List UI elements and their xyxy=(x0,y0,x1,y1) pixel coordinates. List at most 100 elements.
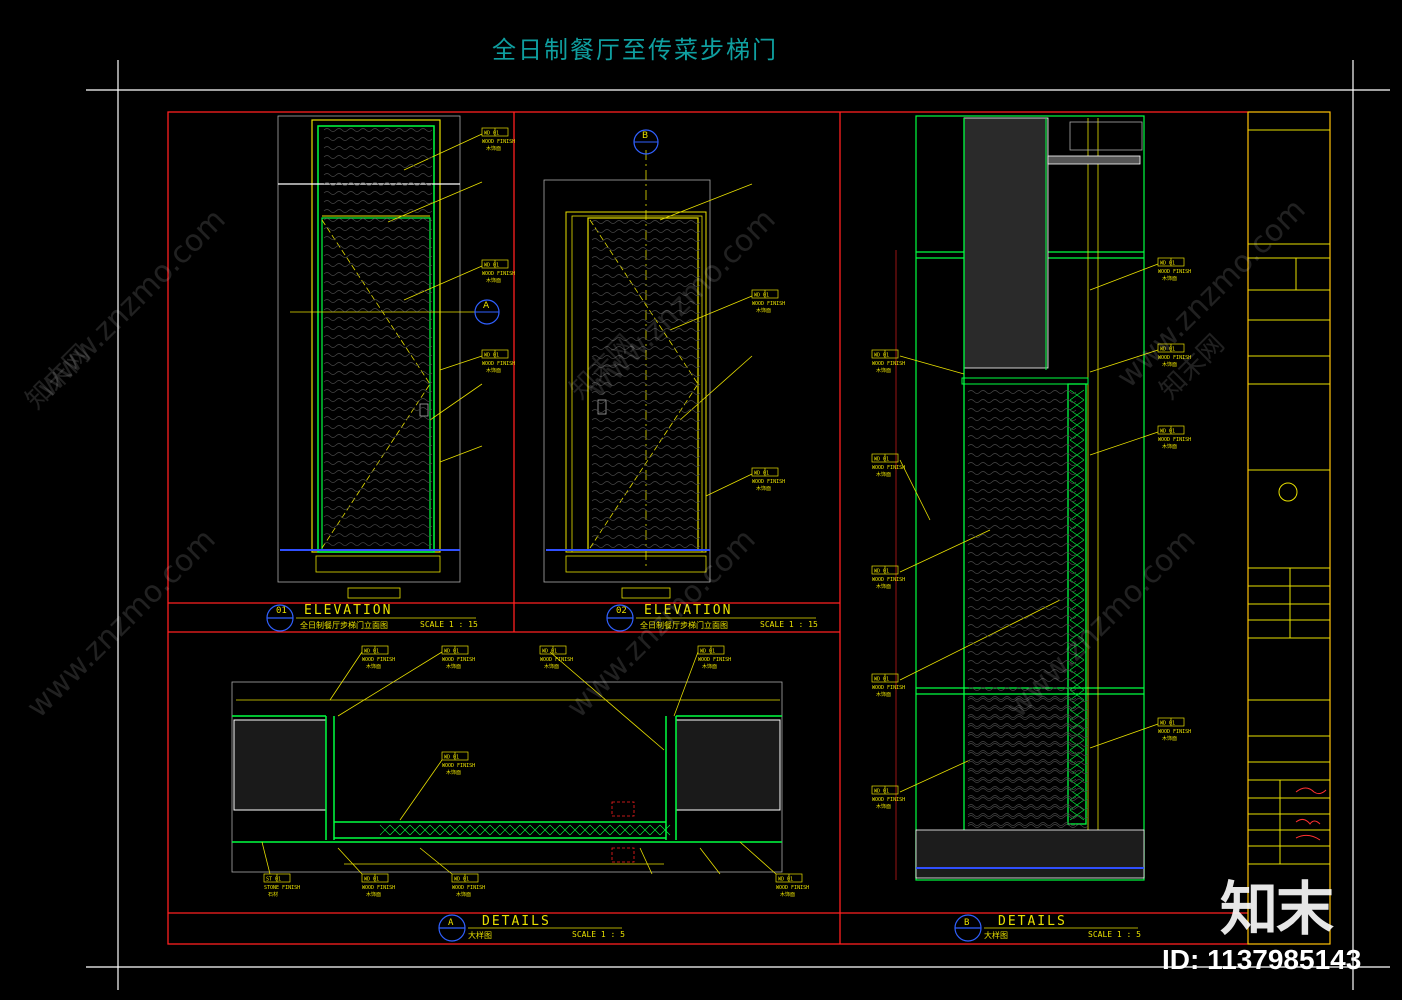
svg-text:WD 01: WD 01 xyxy=(700,649,715,655)
svg-text:WOOD FINISH: WOOD FINISH xyxy=(362,657,395,663)
image-id-label: ID: 1137985143 xyxy=(1162,944,1362,975)
svg-text:木饰面: 木饰面 xyxy=(486,367,501,374)
svg-text:木饰面: 木饰面 xyxy=(756,485,771,492)
svg-text:木饰面: 木饰面 xyxy=(486,277,501,284)
svg-text:ST 01: ST 01 xyxy=(266,877,281,883)
svg-text:WD 01: WD 01 xyxy=(364,649,379,655)
view-a-scale: SCALE 1 : 5 xyxy=(572,930,625,939)
svg-text:WOOD FINISH: WOOD FINISH xyxy=(752,479,785,485)
svg-text:WD 01: WD 01 xyxy=(444,755,459,761)
svg-text:木饰面: 木饰面 xyxy=(876,367,891,374)
svg-text:WD 01: WD 01 xyxy=(754,471,769,477)
view-02-scale: SCALE 1 : 15 xyxy=(760,620,818,629)
detail-a xyxy=(231,681,783,873)
svg-text:WD 01: WD 01 xyxy=(1160,261,1175,267)
svg-text:WOOD FINISH: WOOD FINISH xyxy=(752,301,785,307)
view-01-name: 全日制餐厅步梯门立面图 xyxy=(300,621,388,630)
svg-text:WD 01: WD 01 xyxy=(364,877,379,883)
svg-text:木饰面: 木饰面 xyxy=(1162,275,1177,282)
svg-text:WOOD FINISH: WOOD FINISH xyxy=(482,361,515,367)
title-block xyxy=(1247,111,1331,945)
svg-text:WOOD FINISH: WOOD FINISH xyxy=(1158,355,1191,361)
svg-text:木饰面: 木饰面 xyxy=(486,145,501,152)
svg-text:木饰面: 木饰面 xyxy=(366,663,381,670)
svg-text:WD 01: WD 01 xyxy=(444,649,459,655)
svg-text:WD 01: WD 01 xyxy=(1160,347,1175,353)
svg-text:WOOD FINISH: WOOD FINISH xyxy=(872,577,905,583)
svg-text:WD 01: WD 01 xyxy=(454,877,469,883)
svg-text:木饰面: 木饰面 xyxy=(446,769,461,776)
svg-text:WOOD FINISH: WOOD FINISH xyxy=(482,271,515,277)
svg-text:WD 01: WD 01 xyxy=(874,457,889,463)
view-02-name: 全日制餐厅步梯门立面图 xyxy=(640,621,728,630)
svg-text:木饰面: 木饰面 xyxy=(756,307,771,314)
svg-text:WD 01: WD 01 xyxy=(874,677,889,683)
svg-text:WOOD FINISH: WOOD FINISH xyxy=(698,657,731,663)
section-marker-a: A xyxy=(483,301,490,311)
wood-grain xyxy=(323,128,433,546)
view-b-name: 大样图 xyxy=(984,931,1008,940)
view-02-number: 02 xyxy=(616,606,627,616)
svg-text:WD 01: WD 01 xyxy=(778,877,793,883)
svg-text:STONE FINISH: STONE FINISH xyxy=(264,885,300,891)
section-marker-b: B xyxy=(642,131,648,141)
wood-grain xyxy=(591,220,701,548)
svg-text:WOOD FINISH: WOOD FINISH xyxy=(872,797,905,803)
svg-text:WD 01: WD 01 xyxy=(484,353,499,359)
view-bubbles xyxy=(266,604,982,942)
view-01-type: ELEVATION xyxy=(304,603,393,618)
svg-text:WD 01: WD 01 xyxy=(1160,429,1175,435)
svg-text:WOOD FINISH: WOOD FINISH xyxy=(1158,269,1191,275)
svg-text:石材: 石材 xyxy=(268,891,278,898)
drawing-title: 全日制餐厅至传菜步梯门 xyxy=(492,36,778,64)
svg-text:WOOD FINISH: WOOD FINISH xyxy=(872,685,905,691)
svg-text:木饰面: 木饰面 xyxy=(876,691,891,698)
svg-text:WOOD FINISH: WOOD FINISH xyxy=(540,657,573,663)
wood-grain xyxy=(967,698,1089,828)
svg-text:WD 01: WD 01 xyxy=(542,649,557,655)
view-a-type: DETAILS xyxy=(482,914,551,929)
view-a-number: A xyxy=(448,918,454,928)
sheet-border xyxy=(86,60,1390,990)
svg-text:WOOD FINISH: WOOD FINISH xyxy=(362,885,395,891)
svg-text:WOOD FINISH: WOOD FINISH xyxy=(452,885,485,891)
svg-text:木饰面: 木饰面 xyxy=(780,891,795,898)
view-01-number: 01 xyxy=(276,606,287,616)
svg-text:WOOD FINISH: WOOD FINISH xyxy=(776,885,809,891)
detail-b xyxy=(895,115,1145,881)
signatures xyxy=(1295,787,1327,841)
view-title-underlines xyxy=(296,617,1138,929)
svg-text:WD 01: WD 01 xyxy=(874,353,889,359)
svg-text:WD 01: WD 01 xyxy=(1160,721,1175,727)
svg-text:木饰面: 木饰面 xyxy=(1162,361,1177,368)
svg-text:WOOD FINISH: WOOD FINISH xyxy=(872,361,905,367)
svg-text:WD 01: WD 01 xyxy=(484,131,499,137)
svg-text:木饰面: 木饰面 xyxy=(876,583,891,590)
svg-text:WD 01: WD 01 xyxy=(484,263,499,269)
svg-text:WOOD FINISH: WOOD FINISH xyxy=(482,139,515,145)
svg-text:WD 01: WD 01 xyxy=(874,789,889,795)
svg-text:木饰面: 木饰面 xyxy=(1162,443,1177,450)
